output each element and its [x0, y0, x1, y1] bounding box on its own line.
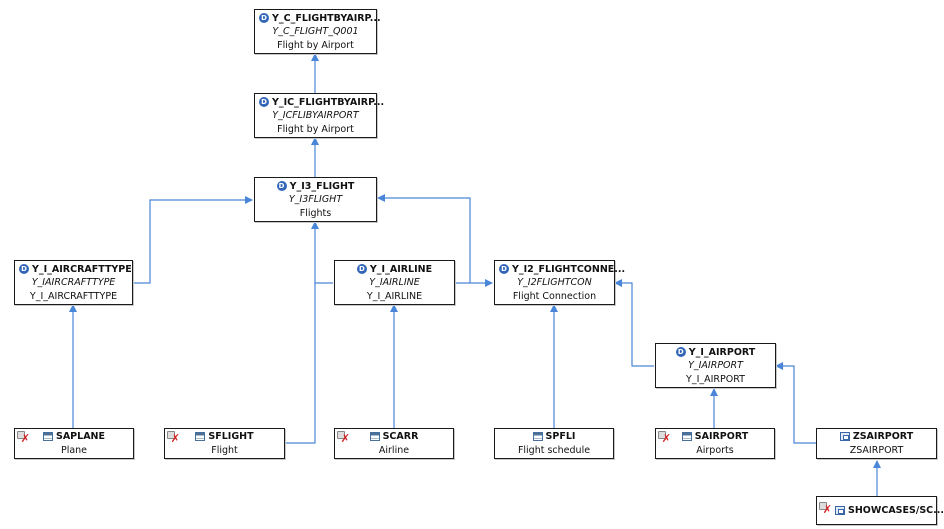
database-view-icon [835, 506, 845, 515]
node-zsairport[interactable]: ZSAIRPORT ZSAIRPORT [816, 428, 937, 459]
node-title: ZSAIRPORT [852, 431, 914, 442]
node-sflight[interactable]: ✗ SFLIGHT Flight [164, 428, 285, 459]
no-authorization-icon: ✗ [167, 431, 180, 444]
table-icon [195, 432, 206, 441]
node-description: ZSAIRPORT [849, 445, 904, 456]
node-title: SCARR [382, 431, 419, 442]
node-description: Airports [696, 445, 734, 456]
node-title: Y_I_AIRPORT [688, 346, 756, 358]
edge-aircrafttype-to-i3 [133, 196, 253, 284]
node-sql-name: Y_I2FLIGHTCON [517, 277, 592, 288]
cds-view-icon: D [356, 264, 367, 274]
no-authorization-icon: ✗ [819, 502, 832, 515]
node-saplane[interactable]: ✗ SAPLANE Plane [14, 428, 134, 459]
node-title: SFLIGHT [208, 431, 254, 442]
edge-airline-to-i3 [311, 221, 333, 284]
no-authorization-icon: ✗ [658, 431, 671, 444]
edge-connection-to-i3 [377, 194, 471, 283]
node-title: Y_I3_FLIGHT [289, 180, 355, 192]
database-view-icon [839, 432, 850, 441]
node-sql-name: Y_IAIRCRAFTTYPE [31, 277, 116, 288]
node-description: Flight by Airport [277, 40, 354, 51]
node-title: Y_I_AIRLINE [369, 263, 433, 275]
table-icon [681, 432, 692, 441]
node-description: Y_I_AIRPORT [686, 374, 745, 385]
table-icon [42, 432, 53, 441]
cds-view-icon: D [276, 181, 287, 191]
node-description: Plane [60, 445, 88, 456]
node-description: Flight by Airport [277, 124, 354, 135]
cds-view-icon: D [675, 347, 686, 357]
node-description: Flight [211, 445, 238, 456]
node-description: Airline [378, 445, 410, 456]
node-sql-name: Y_ICFLIBYAIRPORT [272, 110, 359, 121]
node-title: SAPLANE [55, 431, 105, 442]
node-title: Y_C_FLIGHTBYAIRP... [272, 12, 381, 24]
node-sql-name: Y_C_FLIGHT_Q001 [272, 26, 359, 37]
node-sairport[interactable]: ✗ SAIRPORT Airports [655, 428, 775, 459]
node-title: SHOWCASES/SC... [848, 505, 944, 516]
node-description: Flight schedule [517, 445, 591, 456]
cds-view-icon: D [19, 264, 29, 274]
cds-view-icon: D [259, 97, 269, 107]
node-title: SAIRPORT [694, 431, 749, 442]
node-description: Flight Connection [512, 291, 597, 302]
node-description: Y_I_AIRCRAFTTYPE [29, 291, 118, 302]
edge-sflight-to-i3 [285, 283, 316, 444]
table-icon [532, 432, 543, 441]
table-icon [369, 432, 380, 441]
edge-airport-to-connection [614, 279, 654, 367]
cds-view-icon: D [259, 13, 269, 23]
node-spfli[interactable]: SPFLI Flight schedule [494, 428, 614, 459]
edge-zsairport-to-airport [775, 362, 816, 444]
node-sql-name: Y_I3FLIGHT [288, 194, 343, 205]
node-sql-name: Y_IAIRLINE [369, 277, 420, 288]
cds-view-icon: D [499, 264, 509, 274]
node-description: Y_I_AIRLINE [366, 291, 423, 302]
no-authorization-icon: ✗ [337, 431, 350, 444]
no-authorization-icon: ✗ [17, 431, 30, 444]
node-title: Y_IC_FLIGHTBYAIRP... [272, 96, 385, 108]
node-title: SPFLI [545, 431, 576, 442]
node-sql-name: Y_IAIRPORT [688, 360, 743, 371]
node-title: Y_I_AIRCRAFTTYPE [32, 263, 132, 275]
node-description: Flights [299, 208, 332, 219]
node-scarr[interactable]: ✗ SCARR Airline [334, 428, 454, 459]
node-title: Y_I2_FLIGHTCONNE... [512, 263, 626, 275]
node-showcases[interactable]: ✗ SHOWCASES/SC... [816, 496, 944, 525]
